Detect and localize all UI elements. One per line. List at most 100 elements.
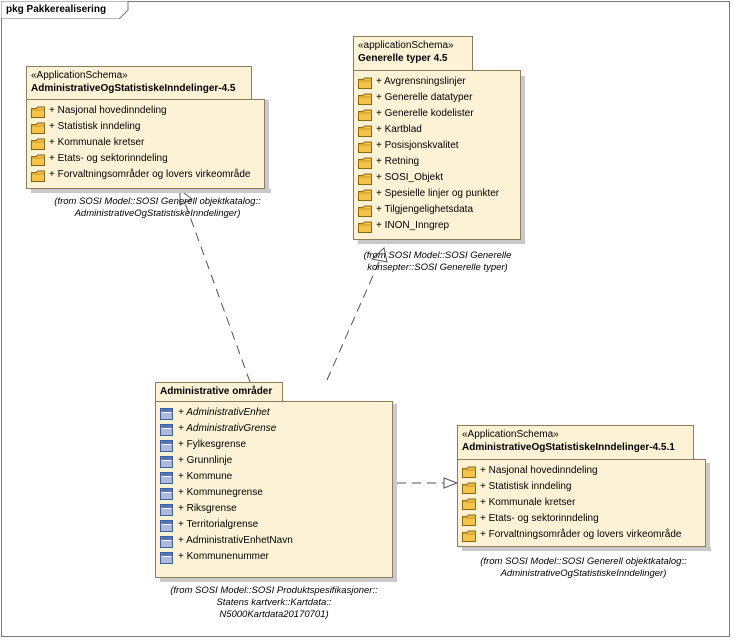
folder-icon [358,205,372,217]
folder-icon [462,482,476,494]
package-item-label: + Statistisk inndeling [480,481,572,492]
package-item[interactable]: + Statistisk inndeling [27,120,264,136]
from-line: konsepter::SOSI Generelle typer) [367,262,508,273]
folder-icon [462,514,476,526]
arrowhead-adm451 [443,477,459,489]
package-name: AdministrativeOgStatistiskeInndelinger-4… [31,83,236,94]
package-tab: «applicationSchema» Generelle typer 4.5 [353,36,473,71]
package-item[interactable]: + AdministrativEnhet [156,406,392,422]
package-item[interactable]: + Forvaltningsområder og lovers virkeomr… [27,168,264,184]
folder-icon [31,106,45,118]
package-item-label: + Posisjonskvalitet [376,140,459,151]
from-note-adm45: (from SOSI Model::SOSI Generell objektka… [26,196,289,220]
folder-icon [358,173,372,185]
package-item-label: + Kommune [178,471,233,482]
package-item-label: + Etats- og sektorinndeling [480,513,599,524]
package-item[interactable]: + Statistisk inndeling [458,480,705,496]
package-item-label: + Forvaltningsområder og lovers virkeomr… [49,169,251,180]
folder-icon [31,122,45,134]
package-adm45[interactable]: «ApplicationSchema» AdministrativeOgStat… [26,66,271,193]
package-item[interactable]: + Kommunegrense [156,486,392,502]
package-item[interactable]: + Etats- og sektorinndeling [458,512,705,528]
package-item[interactable]: + Retning [354,155,520,171]
package-adm451[interactable]: «ApplicationSchema» AdministrativeOgStat… [457,425,711,551]
package-item[interactable]: + Kommunale kretser [27,136,264,152]
folder-icon [462,530,476,542]
folder-icon [358,93,372,105]
from-note-generelle: (from SOSI Model::SOSI Generelle konsept… [340,250,535,274]
package-tab: Administrative områder [155,382,283,402]
from-line: (from SOSI Model::SOSI Generell objektka… [54,196,261,207]
folder-icon [358,109,372,121]
package-item[interactable]: + AdministrativGrense [156,422,392,438]
package-item-label: + Kommunegrense [178,487,263,498]
from-line: AdministrativeOgStatistiskeInndelinger) [74,208,241,219]
package-item-label: + Spesielle linjer og punkter [376,188,500,199]
package-body: + Nasjonal hovedinndeling + Statistisk in… [26,99,265,189]
package-item[interactable]: + AdministrativEnhetNavn [156,534,392,550]
class-icon [160,552,174,564]
class-icon [160,488,174,500]
package-item[interactable]: + Generelle kodelister [354,107,520,123]
package-item-label: + Nasjonal hovedinndeling [49,105,167,116]
package-item[interactable]: + Kommunenummer [156,550,392,566]
dependency-to-adm45 [183,199,251,383]
folder-icon [358,189,372,201]
class-icon [160,440,174,452]
package-item-label: + Tilgjengelighetsdata [376,204,474,215]
package-item-label: + Kartblad [376,124,422,135]
from-line: (from SOSI Model::SOSI Generell objektka… [480,556,687,567]
arrowhead-adm45 [179,189,193,206]
package-item[interactable]: + Kommune [156,470,392,486]
package-item-label: + Forvaltningsområder og lovers virkeomr… [480,529,682,540]
package-item[interactable]: + Spesielle linjer og punkter [354,187,520,203]
from-line: (from SOSI Model::SOSI Produktspesifikas… [170,585,378,596]
package-item[interactable]: + Nasjonal hovedinndeling [458,464,705,480]
frame-title-tab [1,1,129,19]
folder-icon [31,170,45,182]
package-item[interactable]: + Fylkesgrense [156,438,392,454]
package-item-label: + SOSI_Objekt [376,172,443,183]
package-item[interactable]: + Riksgrense [156,502,392,518]
folder-icon [31,138,45,150]
package-name: Administrative områder [160,386,273,397]
package-administrative-omrader[interactable]: Administrative områder + AdministrativEn… [155,382,397,582]
package-item[interactable]: + Avgrensningslinjer [354,75,520,91]
package-item[interactable]: + Generelle datatyper [354,91,520,107]
package-item[interactable]: + SOSI_Objekt [354,171,520,187]
class-icon [160,504,174,516]
class-icon [160,536,174,548]
package-item[interactable]: + Tilgjengelighetsdata [354,203,520,219]
folder-icon [358,221,372,233]
package-item[interactable]: + INON_Inngrep [354,219,520,235]
folder-icon [358,141,372,153]
package-item-label: + Kommunale kretser [480,497,576,508]
package-item[interactable]: + Kartblad [354,123,520,139]
package-body: + Avgrensningslinjer+ Generelle datatype… [353,70,521,240]
package-stereotype: «applicationSchema» [358,40,454,51]
package-item[interactable]: + Etats- og sektorinndeling [27,152,264,168]
package-item-label: + Riksgrense [178,503,237,514]
package-body: + AdministrativEnhet + AdministrativGrens… [155,401,393,578]
from-note-administrative-omrader: (from SOSI Model::SOSI Produktspesifikas… [140,585,408,621]
package-item[interactable]: + Forvaltningsområder og lovers virkeomr… [458,528,705,544]
folder-icon [462,498,476,510]
package-item-label: + AdministrativEnhet [178,407,270,418]
package-tab: «ApplicationSchema» AdministrativeOgStat… [26,66,252,100]
package-item[interactable]: + Posisjonskvalitet [354,139,520,155]
package-item[interactable]: + Nasjonal hovedinndeling [27,104,264,120]
class-icon [160,408,174,420]
dependency-to-generelle [326,261,380,381]
from-line: AdministrativeOgStatistiskeInndelinger) [500,568,667,579]
package-tab: «ApplicationSchema» AdministrativeOgStat… [457,425,694,460]
folder-icon [31,154,45,166]
package-item-label: + Statistisk inndeling [49,121,141,132]
package-item[interactable]: + Territorialgrense [156,518,392,534]
class-icon [160,424,174,436]
package-stereotype: «ApplicationSchema» [31,70,128,81]
folder-icon [358,77,372,89]
package-item[interactable]: + Grunnlinje [156,454,392,470]
package-item[interactable]: + Kommunale kretser [458,496,705,512]
package-generelle-typer[interactable]: «applicationSchema» Generelle typer 4.5 … [353,36,525,244]
